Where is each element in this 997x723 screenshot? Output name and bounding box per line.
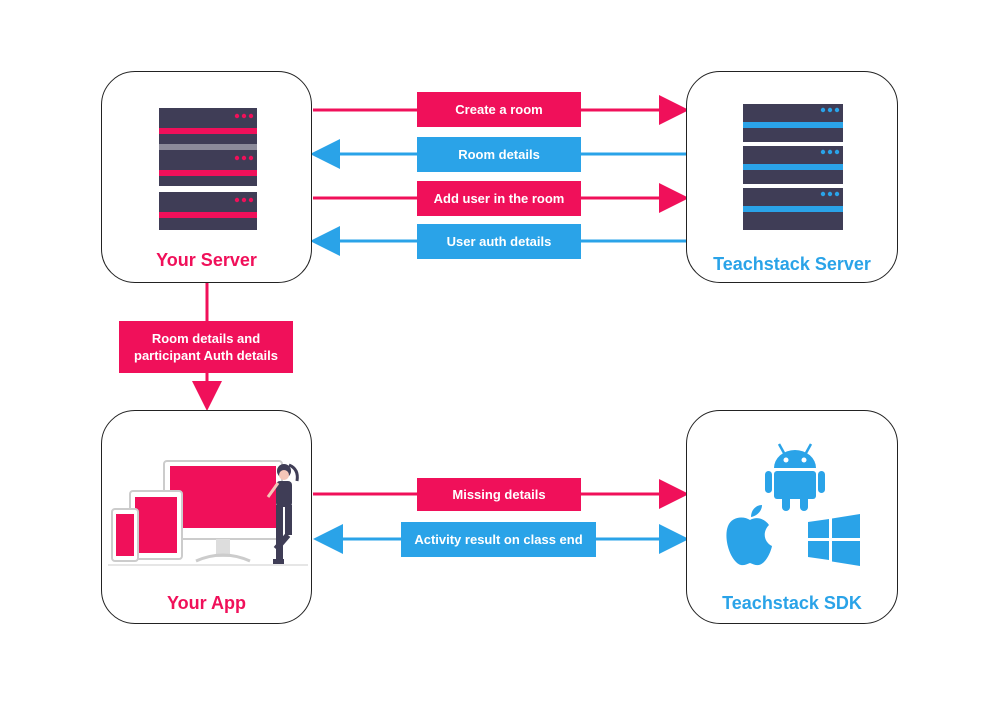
edge-label-create-room: Create a room <box>417 92 581 127</box>
your-server-node: Your Server <box>101 71 312 283</box>
windows-icon <box>808 514 860 566</box>
teachstack-server-node: Teachstack Server <box>686 71 898 283</box>
edge-label-line-1: Room details and <box>151 331 261 346</box>
your-app-node: Your App <box>101 410 312 624</box>
devices-illustration-icon <box>108 460 308 566</box>
edge-label-line-2: participant Auth details <box>134 348 278 363</box>
teachstack-sdk-title: Teachstack SDK <box>722 593 862 613</box>
server-rack-icon <box>159 108 257 230</box>
edge-label-user-auth: User auth details <box>417 224 581 259</box>
edge-label-add-user: Add user in the room <box>417 181 581 216</box>
apple-icon <box>726 505 772 566</box>
server-rack-icon <box>743 104 843 230</box>
teachstack-server-title: Teachstack Server <box>713 254 871 274</box>
edge-label-missing-details: Missing details <box>417 478 581 511</box>
your-app-title: Your App <box>167 593 246 613</box>
teachstack-sdk-node: Teachstack SDK <box>686 410 898 624</box>
android-icon <box>765 443 825 511</box>
edge-label-activity-result: Activity result on class end <box>401 522 596 557</box>
your-server-title: Your Server <box>156 250 257 270</box>
edge-label-room-participant: Room details and participant Auth detail… <box>119 321 293 373</box>
edge-label-room-details: Room details <box>417 137 581 172</box>
